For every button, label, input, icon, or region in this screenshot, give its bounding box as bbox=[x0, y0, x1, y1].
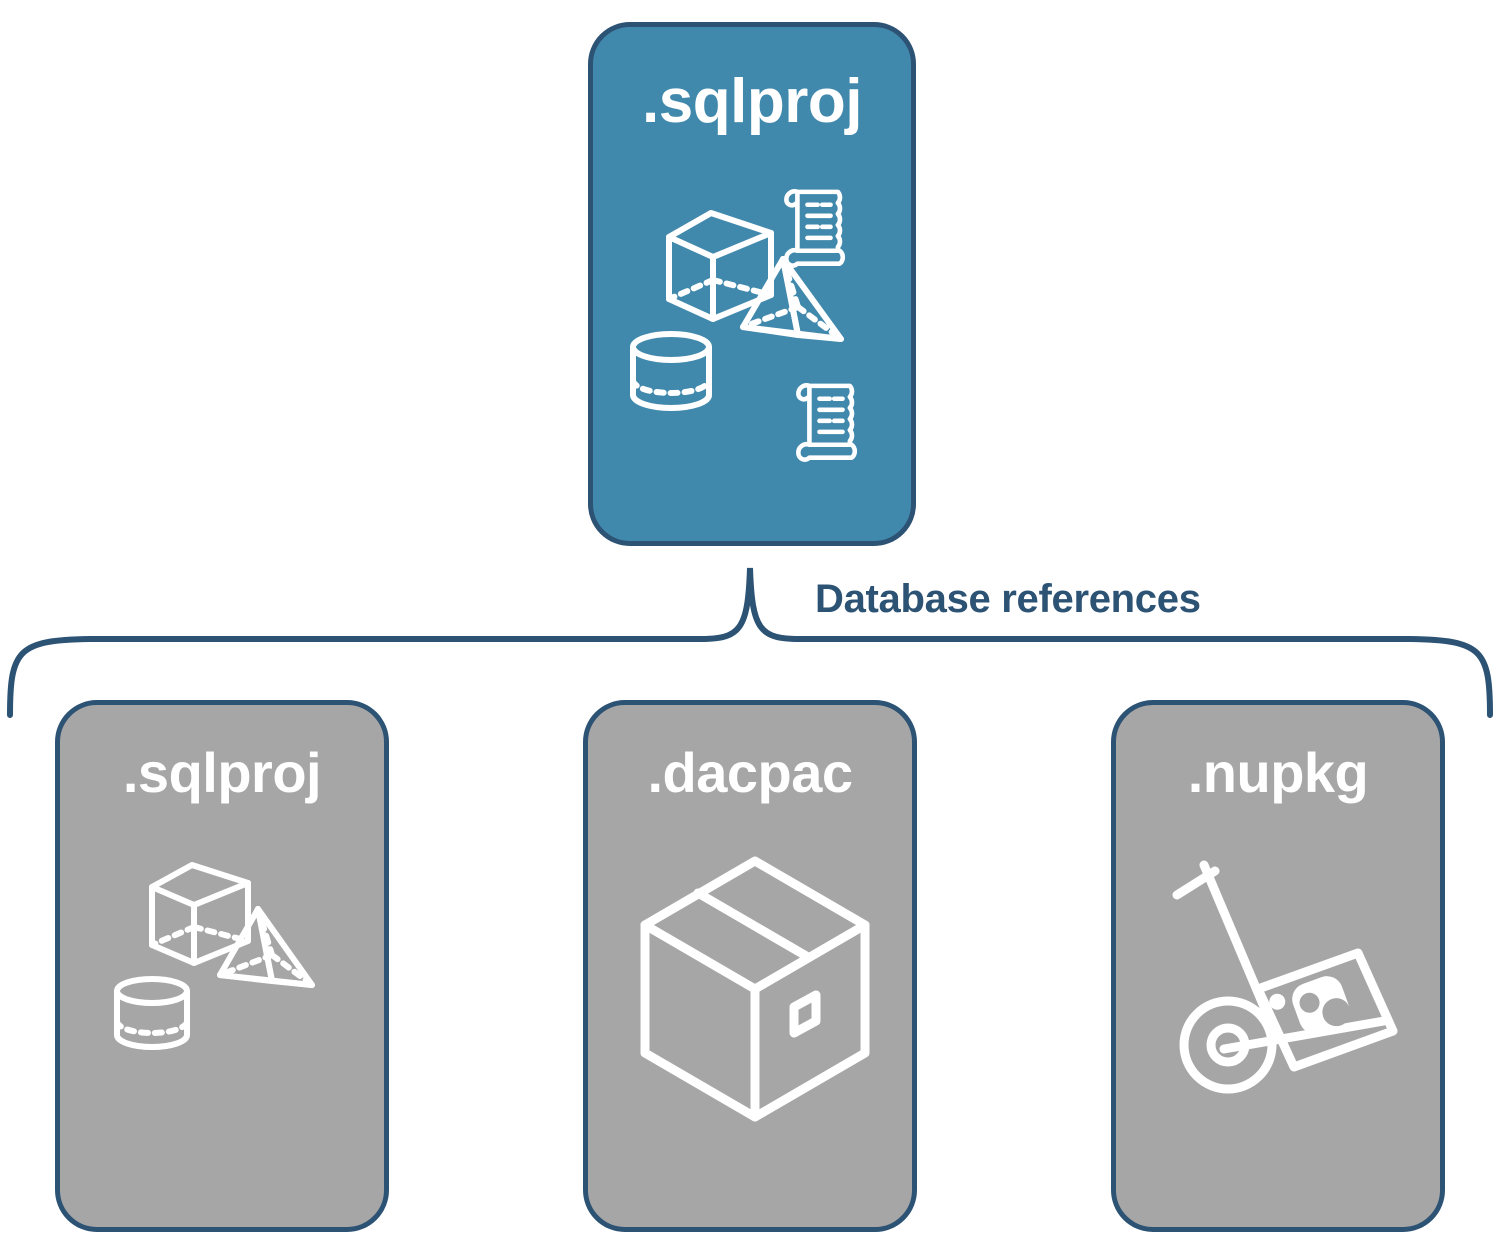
root-project-label: .sqlproj bbox=[642, 67, 862, 136]
root-project-card[interactable]: .sqlproj bbox=[588, 22, 916, 546]
reference-card-nupkg[interactable]: .nupkg bbox=[1111, 700, 1445, 1232]
pyramid-wireframe-icon bbox=[740, 256, 844, 342]
nupkg-icon-group bbox=[1172, 860, 1398, 1094]
cube-wireframe-icon bbox=[666, 210, 774, 322]
dacpac-icon-group bbox=[640, 856, 870, 1122]
reference-card-sqlproj[interactable]: .sqlproj bbox=[55, 700, 389, 1232]
script-scroll-icon bbox=[784, 189, 846, 268]
reference-card-label: .nupkg bbox=[1187, 741, 1369, 804]
nuget-logo-holes bbox=[1299, 992, 1351, 1027]
bracket-label: Database references bbox=[815, 577, 1201, 621]
reference-card-label: .sqlproj bbox=[122, 741, 322, 804]
script-scroll-icon bbox=[796, 383, 858, 462]
cylinder-wireframe-icon bbox=[114, 976, 190, 1050]
cylinder-wireframe-icon bbox=[630, 331, 712, 411]
pyramid-wireframe-icon bbox=[217, 906, 315, 988]
root-card-icon-group bbox=[630, 189, 858, 462]
reference-card-dacpac[interactable]: .dacpac bbox=[583, 700, 917, 1232]
hand-truck-package-icon bbox=[1172, 860, 1398, 1094]
reference-card-label: .dacpac bbox=[647, 741, 853, 804]
shipping-box-icon bbox=[640, 856, 870, 1122]
sqlproj-icon-group bbox=[114, 862, 315, 1050]
